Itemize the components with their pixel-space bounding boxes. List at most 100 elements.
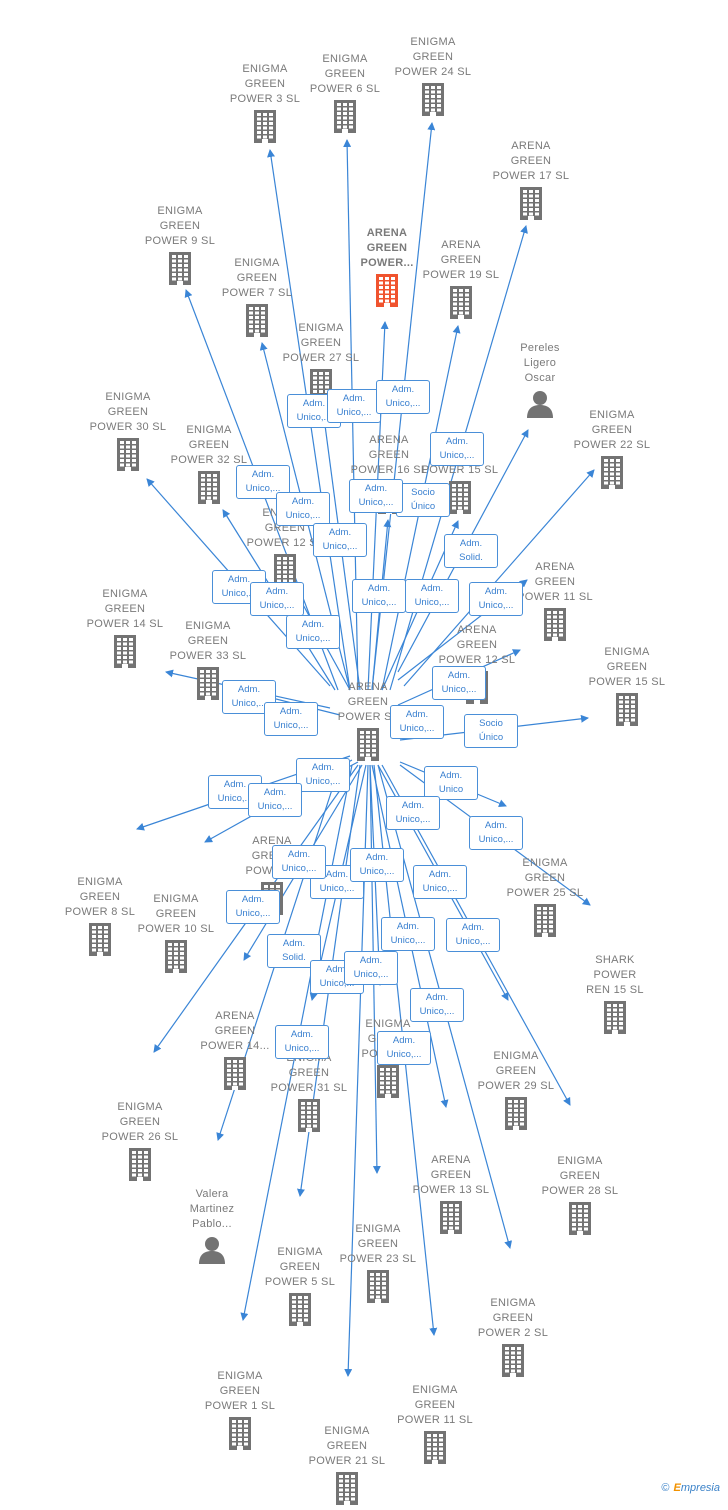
relation-label[interactable]: Adm. Unico,... bbox=[410, 988, 464, 1022]
building-icon bbox=[401, 286, 521, 324]
building-icon bbox=[175, 1057, 295, 1095]
building-icon bbox=[149, 471, 269, 509]
relation-label[interactable]: Adm. Unico,... bbox=[226, 890, 280, 924]
building-icon bbox=[495, 608, 615, 646]
node-label: Pereles Ligero Oscar bbox=[520, 342, 560, 384]
relation-label[interactable]: Adm. Unico,... bbox=[344, 951, 398, 985]
relation-label[interactable]: Adm. Unico,... bbox=[296, 758, 350, 792]
building-icon bbox=[471, 187, 591, 225]
node-label: ENIGMA GREEN POWER 22 SL bbox=[573, 409, 651, 451]
relation-label[interactable]: Socio Único bbox=[464, 714, 518, 748]
node-valera[interactable]: Valera Martinez Pablo... bbox=[152, 1187, 272, 1269]
building-icon bbox=[240, 1293, 360, 1331]
node-egp23[interactable]: ENIGMA GREEN POWER 23 SL bbox=[318, 1222, 438, 1308]
relation-label[interactable]: Adm. Unico,... bbox=[250, 582, 304, 616]
node-label: ENIGMA GREEN POWER 32 SL bbox=[170, 424, 248, 466]
node-egp22[interactable]: ENIGMA GREEN POWER 22 SL bbox=[552, 408, 672, 494]
node-label: ENIGMA GREEN POWER 15 SL bbox=[588, 646, 666, 688]
building-icon bbox=[375, 1431, 495, 1469]
node-label: ENIGMA GREEN POWER 25 SL bbox=[506, 857, 584, 899]
relation-label[interactable]: Adm. Unico,... bbox=[390, 705, 444, 739]
relation-label[interactable]: Adm. Unico,... bbox=[432, 666, 486, 700]
node-label: ARENA GREEN POWER 11 SL bbox=[517, 561, 593, 603]
relation-label[interactable]: Adm. Unico,... bbox=[469, 816, 523, 850]
building-icon bbox=[68, 438, 188, 476]
building-icon bbox=[318, 1270, 438, 1308]
building-icon-highlighted bbox=[327, 274, 447, 312]
node-shark[interactable]: SHARK POWER REN 15 SL bbox=[555, 953, 675, 1039]
node-label: ARENA GREEN POWER 14... bbox=[200, 1010, 270, 1052]
building-icon bbox=[555, 1001, 675, 1039]
node-egp28[interactable]: ENIGMA GREEN POWER 28 SL bbox=[520, 1154, 640, 1240]
node-egp21[interactable]: ENIGMA GREEN POWER 21 SL bbox=[287, 1424, 407, 1510]
relation-label[interactable]: Adm. Unico,... bbox=[413, 865, 467, 899]
relation-label[interactable]: Adm. Unico,... bbox=[327, 389, 381, 423]
building-icon bbox=[261, 369, 381, 407]
node-egp24[interactable]: ENIGMA GREEN POWER 24 SL bbox=[373, 35, 493, 121]
node-label: ENIGMA GREEN POWER 27 SL bbox=[282, 322, 360, 364]
footer-brand[interactable]: ©Empresia bbox=[661, 1482, 720, 1494]
building-icon bbox=[287, 1472, 407, 1510]
node-label: ENIGMA GREEN POWER 26 SL bbox=[101, 1101, 179, 1143]
node-agp19[interactable]: ARENA GREEN POWER 19 SL bbox=[401, 238, 521, 324]
relation-label[interactable]: Adm. Unico,... bbox=[275, 1025, 329, 1059]
relation-label[interactable]: Socio Único bbox=[396, 483, 450, 517]
node-center[interactable]: ARENA GREEN POWER SL bbox=[308, 680, 428, 766]
relation-label[interactable]: Adm. Unico,... bbox=[264, 702, 318, 736]
node-egp27[interactable]: ENIGMA GREEN POWER 27 SL bbox=[261, 321, 381, 407]
relation-label[interactable]: Adm. Unico,... bbox=[446, 918, 500, 952]
node-egp9[interactable]: ENIGMA GREEN POWER 9 SL bbox=[120, 204, 240, 290]
node-label: ENIGMA GREEN POWER 14 SL bbox=[86, 588, 164, 630]
relation-label[interactable]: Adm. Unico,... bbox=[469, 582, 523, 616]
relation-label[interactable]: Adm. Unico bbox=[424, 766, 478, 800]
node-egp5[interactable]: ENIGMA GREEN POWER 5 SL bbox=[240, 1245, 360, 1331]
node-egp3[interactable]: ENIGMA GREEN POWER 3 SL bbox=[205, 62, 325, 148]
node-label: ARENA GREEN POWER 17 SL bbox=[492, 140, 570, 182]
relation-label[interactable]: Adm. Unico,... bbox=[376, 380, 430, 414]
node-egp2[interactable]: ENIGMA GREEN POWER 2 SL bbox=[453, 1296, 573, 1382]
relation-label[interactable]: Adm. Unico,... bbox=[272, 845, 326, 879]
relation-label[interactable]: Adm. Unico,... bbox=[377, 1031, 431, 1065]
node-egp26[interactable]: ENIGMA GREEN POWER 26 SL bbox=[80, 1100, 200, 1186]
relation-label[interactable]: Adm. Unico,... bbox=[381, 917, 435, 951]
node-label: ENIGMA GREEN POWER 33 SL bbox=[169, 620, 247, 662]
relation-label[interactable]: Adm. Unico,... bbox=[248, 783, 302, 817]
node-pereles[interactable]: Pereles Ligero Oscar bbox=[480, 341, 600, 423]
node-agp14[interactable]: ARENA GREEN POWER 14... bbox=[175, 1009, 295, 1095]
node-egp7[interactable]: ENIGMA GREEN POWER 7 SL bbox=[197, 256, 317, 342]
relation-label[interactable]: Adm. Solid. bbox=[444, 534, 498, 568]
node-egp11[interactable]: ENIGMA GREEN POWER 11 SL bbox=[375, 1383, 495, 1469]
relation-label[interactable]: Adm. Unico,... bbox=[405, 579, 459, 613]
node-agp17[interactable]: ARENA GREEN POWER 17 SL bbox=[471, 139, 591, 225]
node-egp14[interactable]: ENIGMA GREEN POWER 14 SL bbox=[65, 587, 185, 673]
node-egp8[interactable]: ENIGMA GREEN POWER 8 SL bbox=[40, 875, 160, 961]
node-egp6[interactable]: ENIGMA GREEN POWER 6 SL bbox=[285, 52, 405, 138]
edge-egp22 bbox=[403, 469, 595, 687]
node-egp25[interactable]: ENIGMA GREEN POWER 25 SL bbox=[485, 856, 605, 942]
relation-label[interactable]: Adm. Unico,... bbox=[350, 848, 404, 882]
node-agp13[interactable]: ARENA GREEN POWER 13 SL bbox=[391, 1153, 511, 1239]
node-egp32[interactable]: ENIGMA GREEN POWER 32 SL bbox=[149, 423, 269, 509]
node-label: ENIGMA GREEN POWER 23 SL bbox=[339, 1223, 417, 1265]
relation-label[interactable]: Adm. Unico,... bbox=[286, 615, 340, 649]
relation-label[interactable]: Adm. Unico,... bbox=[386, 796, 440, 830]
node-egp1[interactable]: ENIGMA GREEN POWER 1 SL bbox=[180, 1369, 300, 1455]
node-egp15[interactable]: ENIGMA GREEN POWER 15 SL bbox=[567, 645, 687, 731]
relation-label[interactable]: Adm. Unico,... bbox=[349, 479, 403, 513]
node-label: ENIGMA GREEN POWER 30 SL bbox=[89, 391, 167, 433]
building-icon bbox=[148, 667, 268, 705]
node-focus[interactable]: ARENA GREEN POWER... bbox=[327, 226, 447, 312]
node-egp30[interactable]: ENIGMA GREEN POWER 30 SL bbox=[68, 390, 188, 476]
brand-initial: E bbox=[673, 1482, 681, 1494]
relation-label[interactable]: Adm. Unico,... bbox=[313, 523, 367, 557]
node-egp33[interactable]: ENIGMA GREEN POWER 33 SL bbox=[148, 619, 268, 705]
building-icon bbox=[308, 728, 428, 766]
node-agp11[interactable]: ARENA GREEN POWER 11 SL bbox=[495, 560, 615, 646]
relation-label[interactable]: Adm. Unico,... bbox=[276, 492, 330, 526]
node-egp10[interactable]: ENIGMA GREEN POWER 10 SL bbox=[116, 892, 236, 978]
node-label: ENIGMA GREEN POWER 8 SL bbox=[64, 876, 136, 918]
relation-label[interactable]: Adm. Unico,... bbox=[352, 579, 406, 613]
relation-label[interactable]: Adm. Unico,... bbox=[430, 432, 484, 466]
node-egp29[interactable]: ENIGMA GREEN POWER 29 SL bbox=[456, 1049, 576, 1135]
